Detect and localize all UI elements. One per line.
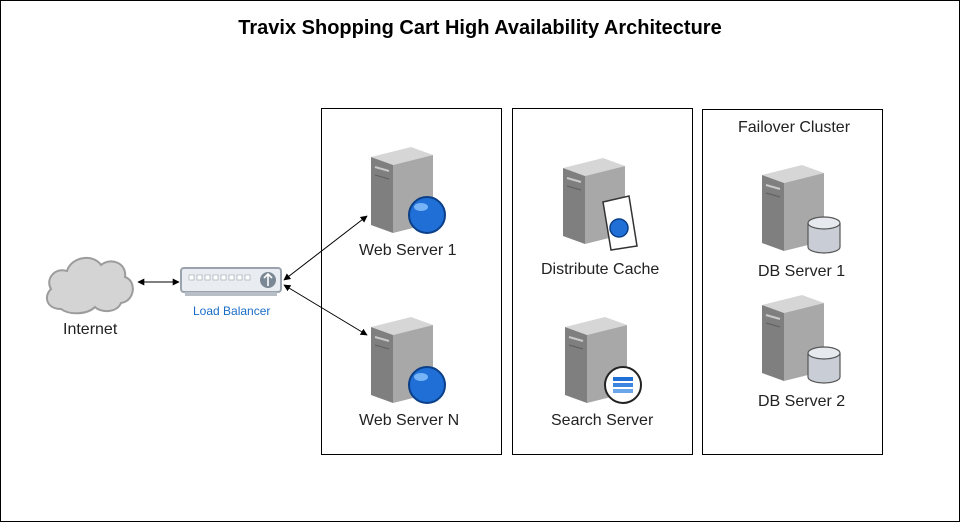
failover-cluster-label: Failover Cluster	[738, 119, 851, 136]
load-balancer-icon	[180, 267, 282, 296]
web-server-1-label: Web Server 1	[359, 242, 457, 259]
internet-label: Internet	[63, 321, 118, 338]
cloud-icon	[45, 256, 134, 315]
search-server-label: Search Server	[551, 412, 654, 429]
load-balancer-label: Load Balancer	[193, 304, 271, 318]
cache-server-icon	[563, 158, 638, 251]
distribute-cache-label: Distribute Cache	[541, 261, 660, 278]
edge-loadbalancer-webservern	[283, 284, 368, 336]
edge-loadbalancer-webserver1	[283, 215, 368, 281]
database-server-icon	[762, 295, 841, 384]
database-server-icon	[762, 165, 841, 254]
web-server-icon	[371, 147, 446, 234]
failover-cluster-box	[702, 109, 883, 455]
diagram-title: Travix Shopping Cart High Availability A…	[238, 17, 722, 39]
db-server-2-label: DB Server 2	[758, 393, 846, 410]
search-server-icon	[565, 317, 642, 404]
db-server-1-label: DB Server 1	[758, 263, 846, 280]
web-server-icon	[371, 317, 446, 404]
web-server-n-label: Web Server N	[359, 412, 460, 429]
